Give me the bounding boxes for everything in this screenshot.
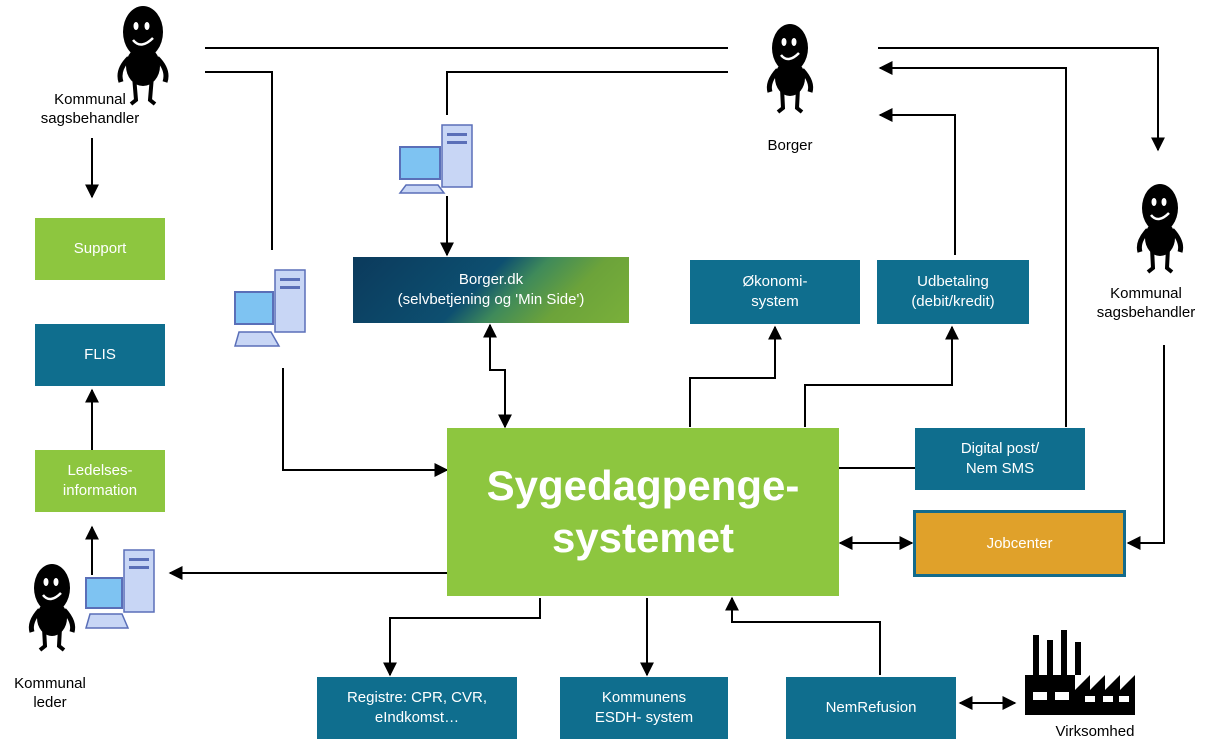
arrow-borgerdk-main (483, 323, 512, 429)
okonomi-system-box: Økonomi- system (690, 260, 860, 324)
computer-icon-sagsbehandler (234, 269, 306, 347)
line-borger-to-pc (446, 71, 728, 115)
arrow-nemrefusion-main (725, 596, 881, 675)
arrow-main-okonomi (689, 325, 782, 427)
sygedagpenge-system-box: Sygedagpenge- systemet (447, 428, 839, 596)
person-icon-leder (28, 564, 76, 652)
person-icon-borger (766, 24, 814, 114)
support-box: Support (35, 218, 165, 280)
label-leder: Kommunal leder (14, 675, 86, 711)
arrow-sagsbehandler-jobcenter (1126, 345, 1165, 550)
label-sagsbehandler-right: Kommunal sagsbehandler (1096, 285, 1196, 321)
label-borger: Borger (767, 137, 813, 154)
label-sagsbehandler-left: Kommunal sagsbehandler (40, 91, 140, 127)
registre-box: Registre: CPR, CVR, eIndkomst… (317, 677, 517, 739)
flis-box: FLIS (35, 324, 165, 386)
computer-icon-borger (398, 124, 473, 194)
computer-icon-leder (85, 549, 155, 629)
ledelses-information-box: Ledelses- information (35, 450, 165, 512)
arrow-digital-borger (878, 61, 1067, 427)
label-virksomhed: Virksomhed (1055, 723, 1135, 740)
arrow-main-registre (383, 598, 541, 677)
digital-post-box: Digital post/ Nem SMS (915, 428, 1085, 490)
arrow-main-udbetaling (804, 325, 959, 427)
person-icon-sagsbehandler-left (117, 6, 169, 106)
arrow-pc-to-main (282, 368, 449, 477)
factory-icon-virksomhed (1025, 630, 1135, 715)
arrow-udbetaling-borger (878, 108, 956, 255)
nemrefusion-box: NemRefusion (786, 677, 956, 739)
jobcenter-box: Jobcenter (913, 510, 1126, 577)
udbetaling-box: Udbetaling (debit/kredit) (877, 260, 1029, 324)
line-sagsbehandler-to-pc (205, 71, 273, 250)
borger-dk-box: Borger.dk (selvbetjening og 'Min Side') (353, 257, 629, 323)
person-icon-sagsbehandler-right (1136, 184, 1184, 274)
line-borger-right-sagsbehandler (878, 47, 1165, 152)
esdh-system-box: Kommunens ESDH- system (560, 677, 728, 739)
